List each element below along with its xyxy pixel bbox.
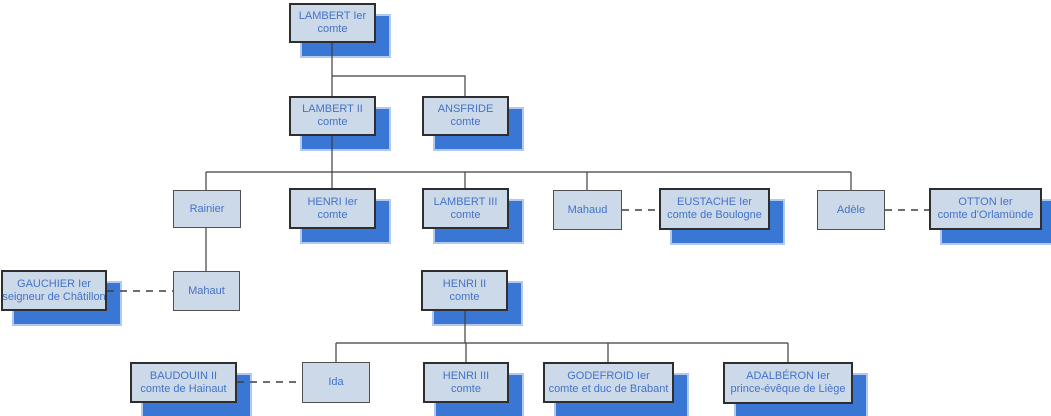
person-name: Rainier [189, 202, 225, 215]
descent-line-lambert1-to-ansfride [332, 75, 466, 96]
person-name: HENRI Ier [307, 195, 358, 208]
person-title: seigneur de Châtillon [2, 290, 106, 303]
person-name: EUSTACHE Ier [677, 196, 752, 208]
person-name: GAUCHIER Ier [17, 277, 91, 290]
person-name: Mahaud [567, 203, 608, 216]
person-node-adele[interactable]: Adèle [817, 190, 885, 230]
person-title: comte [450, 208, 481, 221]
person-name: ADALBÉRON Ier [746, 370, 830, 382]
person-name: GODEFROID Ier [567, 369, 650, 382]
person-name: Mahaut [188, 284, 225, 297]
person-title: comte [317, 116, 348, 128]
person-name: HENRI II [442, 277, 487, 290]
person-name: OTTON Ier [958, 196, 1013, 208]
person-title: prince-évêque de Liège [730, 383, 846, 395]
person-node-rainier[interactable]: Rainier [173, 190, 241, 228]
person-node-ida[interactable]: Ida [302, 362, 370, 403]
person-name: ANSFRIDE [437, 103, 494, 115]
person-title: comte [450, 116, 481, 128]
person-title: comte d'Orlamünde [937, 209, 1034, 221]
person-title: comte de Boulogne [667, 209, 762, 221]
person-title: comte de Hainaut [140, 382, 227, 395]
person-name: LAMBERT III [433, 195, 498, 208]
person-node-mahaut[interactable]: Mahaut [173, 271, 240, 311]
person-title: comte et duc de Brabant [548, 382, 669, 395]
person-name: BAUDOUIN II [149, 369, 218, 382]
person-name: LAMBERT Ier [298, 10, 367, 22]
person-name: LAMBERT II [302, 103, 363, 115]
person-title: comte [317, 23, 348, 35]
person-title: comte [317, 208, 348, 221]
person-name: HENRI III [442, 369, 490, 382]
person-name: Adèle [836, 203, 866, 216]
person-name: Ida [328, 376, 344, 388]
person-node-mahaud[interactable]: Mahaud [553, 190, 622, 230]
person-title: comte [449, 290, 480, 303]
person-title: comte [451, 382, 481, 395]
